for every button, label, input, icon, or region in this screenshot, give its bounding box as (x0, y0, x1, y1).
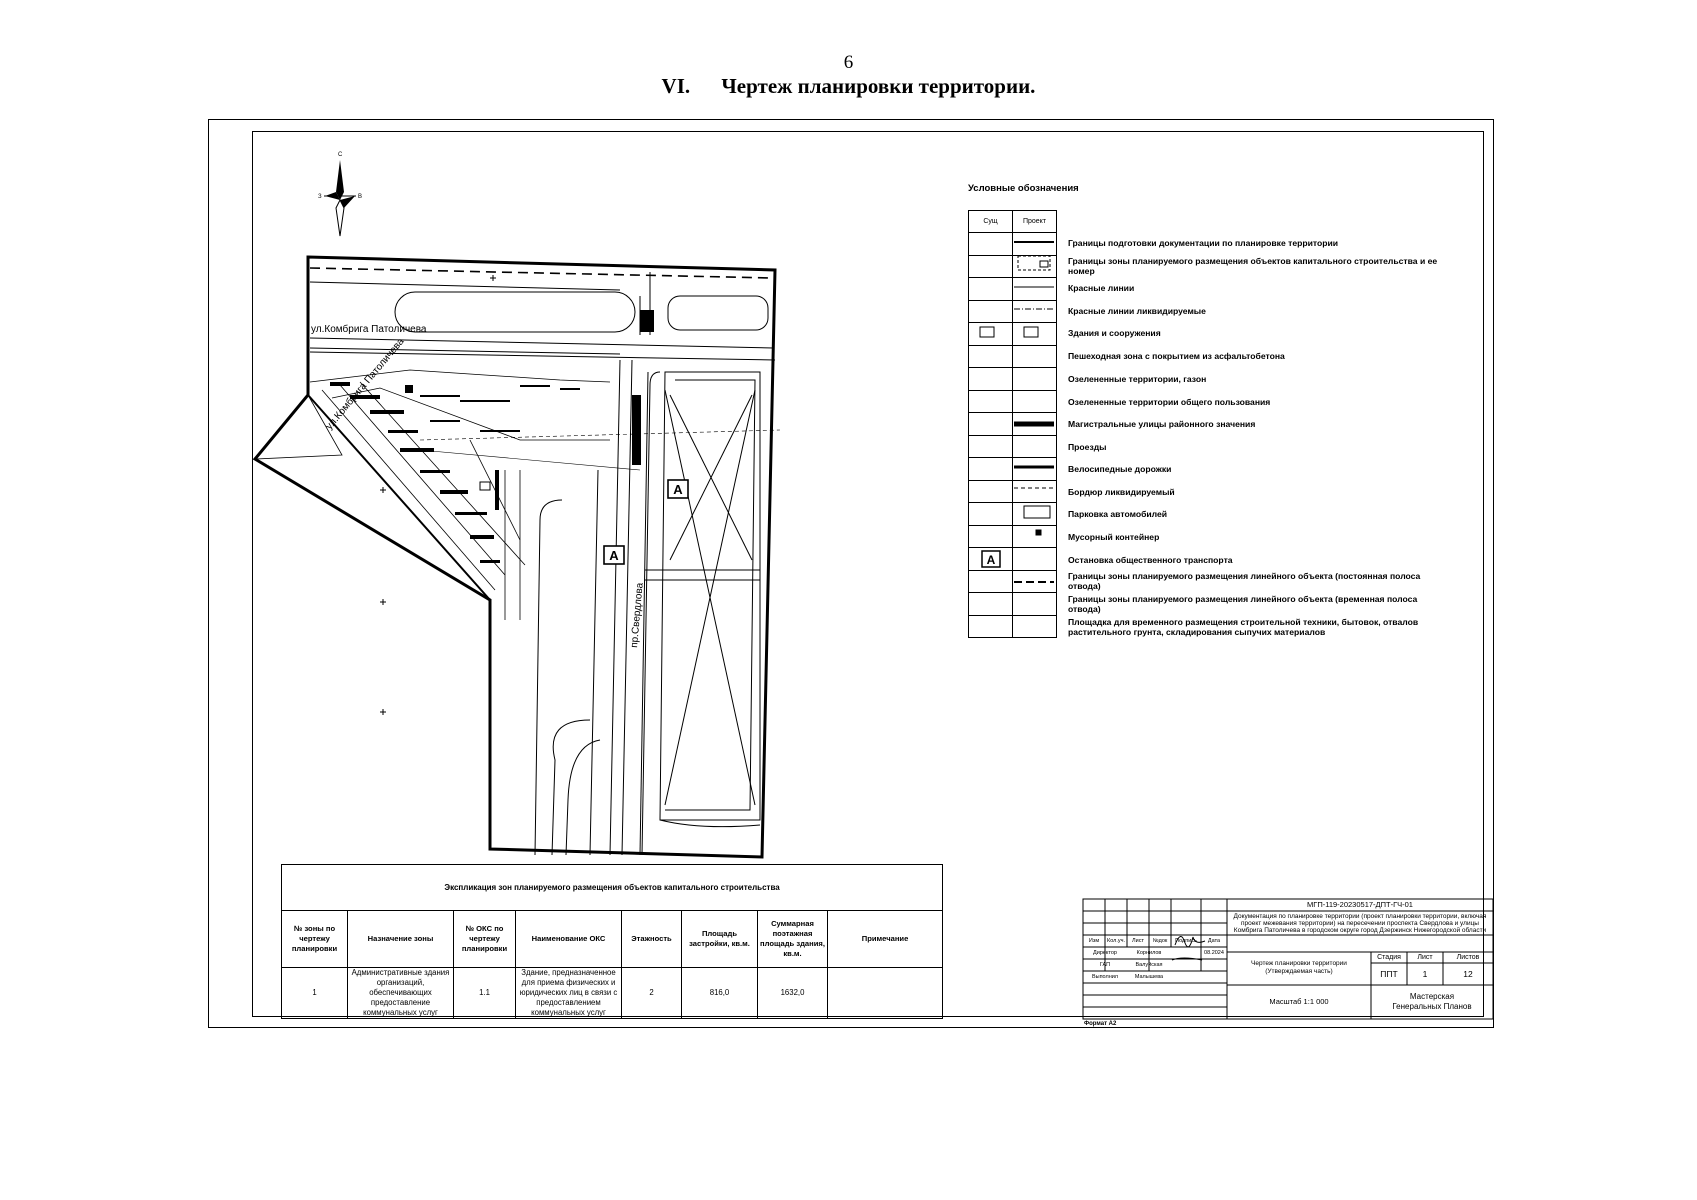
street-prospekt (534, 359, 661, 856)
legend-item-11: Велосипедные дорожки (1068, 464, 1172, 474)
tb-sheets-label: Листов (1456, 954, 1480, 961)
tb-sheet-label: Лист (1417, 954, 1433, 961)
signature-icon (1171, 936, 1206, 961)
leader-lines (419, 429, 781, 471)
bus-stop-strip (632, 395, 641, 465)
tb-col-count: Кол.уч. (1106, 938, 1126, 944)
legend-item-5: Здания и сооружения (1068, 328, 1161, 338)
tb-name-director: Корнилов (1136, 950, 1162, 956)
compass-east-label: В (358, 194, 362, 200)
legend-item-16: Границы зоны планируемого размещения лин… (1068, 571, 1421, 591)
tb-date-director: 08.2024 (1204, 950, 1224, 956)
legend-item-18: Площадка для временного размещения строи… (1068, 617, 1419, 637)
explication-header-footprint: Площадь застройки, кв.м. (681, 910, 758, 968)
explication-header-oks-number: № ОКС по чертежу планировки (453, 910, 516, 968)
legend-item-10: Проезды (1068, 442, 1107, 452)
tb-role-gap: ГАП (1099, 962, 1111, 968)
drawing-outer-frame (208, 119, 1494, 1028)
documentation-boundary (252, 255, 777, 859)
tb-role-performer: Выполнил (1091, 974, 1119, 980)
legend-item-12: Бордюр ликвидируемый (1068, 487, 1175, 497)
organization-name: Мастерская Генеральных Планов (1392, 992, 1472, 1011)
legend-item-7: Озелененные территории, газон (1068, 374, 1207, 384)
topographic-detail (330, 382, 580, 563)
explication-table: Экспликация зон планируемого размещения … (280, 864, 944, 1019)
legend-item-3: Красные линии (1068, 283, 1135, 293)
tb-stage-label: Стадия (1377, 954, 1401, 961)
compass-north-label: С (338, 152, 343, 158)
bus-stop-letter-2: А (609, 548, 619, 563)
paper-format-label: Формат А2 (1084, 1021, 1117, 1027)
sheet-title: Чертеж планировки территории (Утверждаем… (1251, 960, 1347, 975)
street-top (309, 267, 776, 361)
section-title: Чертеж планировки территории. (721, 74, 1036, 98)
left-triangle-area (254, 394, 343, 460)
explication-cell-total-area: 1632,0 (757, 967, 828, 1019)
bus-stop-letter-1: А (673, 482, 683, 497)
explication-cell-floors: 2 (621, 967, 682, 1019)
legend-item-4: Красные линии ликвидируемые (1068, 306, 1206, 316)
page-title: VI. Чертеж планировки территории. (0, 74, 1697, 99)
explication-header-note: Примечание (826, 910, 944, 968)
tb-col-sheet: Лист (1132, 938, 1144, 944)
explication-cell-footprint: 816,0 (681, 967, 758, 1019)
explication-header-oks-name: Наименование ОКС (515, 910, 622, 968)
explication-header-zone-purpose: Назначение зоны (347, 910, 454, 968)
explication-cell-note (826, 967, 944, 1019)
street-label-patolicheva: ул.Комбрига Патоличева (311, 323, 427, 335)
explication-header-zone-number: № зоны по чертежу планировки (281, 910, 348, 968)
tb-role-director: Директор (1093, 950, 1117, 956)
green-zone-right (645, 371, 761, 828)
tb-sheets-value: 12 (1463, 969, 1473, 979)
legend-symbol-table: Сущ Проект (968, 210, 1057, 638)
legend-item-2: Границы зоны планируемого размещения объ… (1068, 256, 1438, 276)
explication-header-floors: Этажность (621, 910, 682, 968)
explication-caption: Экспликация зон планируемого размещения … (280, 864, 944, 911)
tb-name-gap: Валуйская (1135, 962, 1163, 968)
legend-item-17: Границы зоны планируемого размещения лин… (1068, 594, 1418, 614)
legend-item-6: Пешеходная зона с покрытием из асфальтоб… (1068, 351, 1285, 361)
document-description: Документация по планировке территории (п… (1233, 913, 1487, 934)
explication-header-total-area: Суммарная поэтажная площадь здания, кв.м… (757, 910, 828, 968)
legend-item-15: Остановка общественного транспорта (1068, 555, 1233, 565)
tb-col-change: Изм (1088, 938, 1100, 944)
document-code: МГП-119-20230517-ДПТ-ГЧ-01 (1307, 900, 1413, 909)
legend-item-13: Парковка автомобилей (1068, 509, 1168, 519)
tb-col-doc: №док (1152, 938, 1168, 944)
explication-cell-oks-name: Здание, предназначенное для приема физич… (515, 967, 622, 1019)
legend-col-project: Проект (1012, 210, 1057, 233)
bus-stop-marker-2: А (603, 545, 625, 565)
tb-stage-value: ППТ (1380, 969, 1398, 979)
explication-cell-zone-purpose: Административные здания организаций, обе… (347, 967, 454, 1019)
compass-rose-icon: С З В (318, 152, 362, 237)
diagonal-street-zone (309, 369, 611, 620)
building-block-top (640, 310, 654, 332)
page-number: 6 (843, 52, 854, 73)
survey-marks (380, 275, 496, 715)
title-block-grid (1082, 898, 1494, 1020)
legend-item-1: Границы подготовки документации по плани… (1068, 238, 1339, 248)
tb-col-signature: Подпись (1175, 938, 1197, 944)
explication-cell-zone-number: 1 (281, 967, 348, 1019)
legend-title: Условные обозначения (968, 183, 1079, 194)
legend-item-9: Магистральные улицы районного значения (1068, 419, 1256, 429)
table-row: 1 Административные здания организаций, о… (281, 967, 944, 1019)
legend-item-8: Озелененные территории общего пользовани… (1068, 397, 1271, 407)
legend-item-14: Мусорный контейнер (1068, 532, 1160, 542)
legend-col-existing: Сущ (968, 210, 1013, 233)
explication-cell-oks-number: 1.1 (453, 967, 516, 1019)
bus-stop-marker-1: А (667, 479, 689, 499)
drawing-scale: Масштаб 1:1 000 (1269, 997, 1329, 1006)
compass-west-label: З (318, 194, 322, 200)
tb-name-performer: Малышева (1134, 974, 1164, 980)
tb-col-date: Дата (1207, 938, 1221, 944)
tb-sheet-value: 1 (1422, 969, 1428, 979)
section-number: VI. (661, 74, 691, 98)
